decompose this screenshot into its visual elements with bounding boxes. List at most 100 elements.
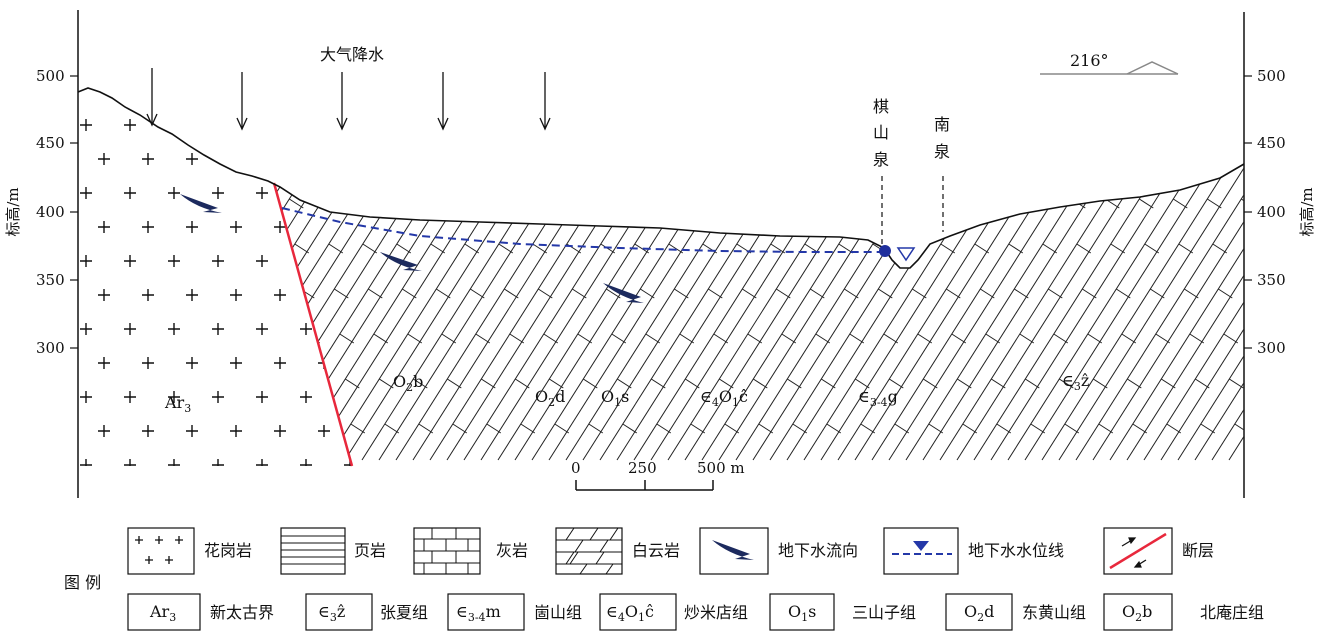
bedding-line (463, 164, 655, 461)
bedding-line (837, 164, 1029, 461)
bedding-tick (402, 288, 417, 299)
scale-tick-250: 250 (628, 459, 657, 477)
formation-label-o1s: O1s (601, 387, 629, 409)
granite-cross (230, 357, 242, 369)
legend-e3z-box (305, 593, 373, 631)
bedding-tick (1003, 198, 1018, 209)
bedding-tick (232, 289, 246, 298)
scale-tick-500: 500 m (697, 459, 745, 477)
bedding-tick (543, 333, 559, 344)
granite-cross (274, 153, 286, 165)
granite-cross (124, 323, 136, 335)
bedding-line (412, 164, 604, 461)
bedding-tick (255, 199, 269, 208)
bedding-line (344, 164, 536, 461)
bedding-line (820, 164, 1012, 461)
granite-pattern (80, 119, 352, 466)
bedding-tick (28, 289, 42, 298)
bedding-line (752, 164, 944, 461)
bedding-tick (668, 243, 684, 254)
granite-cross (98, 221, 110, 233)
granite-cross (80, 391, 92, 403)
legend-e4o1c-box (599, 593, 677, 631)
bedding-tick (452, 423, 468, 434)
bedding-tick (855, 378, 870, 389)
bedding-line (582, 164, 774, 461)
svg-text:O2b: O2b (393, 372, 423, 394)
granite-cross (98, 153, 110, 165)
granite-cross (212, 119, 224, 131)
granite-cross (168, 187, 180, 199)
granite-cross (300, 391, 312, 403)
bedding-tick (928, 423, 944, 434)
bedding-tick (107, 379, 121, 388)
svg-text:∈4O1ĉ: ∈4O1ĉ (700, 387, 748, 409)
bedding-tick (595, 198, 610, 209)
bedding-tick (974, 243, 990, 254)
bedding-tick (969, 198, 984, 209)
legend-fault-label: 断层 (1182, 541, 1214, 560)
bedding-line (73, 160, 263, 460)
legend-e4o1c-code: ∈4O1ĉ (606, 602, 654, 624)
bedding-tick (493, 198, 508, 209)
bedding-line (939, 164, 1131, 461)
bedding-line (548, 164, 740, 461)
legend-granite-label: 花岗岩 (204, 541, 252, 560)
legend-o2d-code: O2d (964, 602, 994, 624)
legend-limestone-symbol (414, 528, 480, 574)
bedding-tick (447, 378, 462, 389)
bedding-tick (481, 378, 496, 389)
granite-cross (300, 323, 312, 335)
bedding-tick (1241, 198, 1244, 209)
water-table-line (281, 207, 884, 253)
bedding-tick (708, 288, 723, 299)
bedding-tick (753, 378, 768, 389)
bedding-tick (549, 378, 564, 389)
bedding-tick (136, 334, 150, 343)
bedding-line (378, 164, 570, 461)
bedding-tick (164, 289, 178, 298)
bedding-tick (520, 423, 536, 434)
legend-e34m-code: ∈3-4m (456, 602, 501, 624)
bedding-tick (826, 423, 842, 434)
bedding-tick (193, 244, 207, 253)
granite-cross (256, 459, 268, 466)
granite-cross (300, 459, 312, 466)
bedding-tick (125, 244, 139, 253)
bedding-tick (1025, 378, 1040, 389)
bedding-tick (334, 288, 349, 299)
flow-arrow-icon (603, 283, 644, 303)
granite-cross (80, 323, 92, 335)
bedding-tick (946, 288, 961, 299)
formation-label-ar3: Ar3 (164, 393, 191, 415)
bedding-line (650, 164, 842, 461)
bedding-tick (1116, 288, 1131, 299)
bedding-tick (1218, 288, 1233, 299)
bedding-line (684, 164, 876, 461)
bedding-tick (1144, 243, 1160, 254)
bedding-tick (1223, 333, 1239, 344)
granite-cross (124, 459, 136, 466)
bedding-tick (883, 333, 899, 344)
bedding-tick (1252, 289, 1266, 298)
right-ticks (1244, 75, 1252, 349)
bedding-tick (901, 198, 916, 209)
granite-cross (186, 289, 198, 301)
bedding-tick (996, 423, 1012, 434)
bedding-line (667, 164, 859, 461)
bedding-tick (1030, 423, 1046, 434)
granite-cross (318, 425, 330, 437)
bedding-tick (572, 288, 587, 299)
bedding-line (1109, 164, 1244, 461)
bedding-tick (770, 243, 786, 254)
bedding-tick (1098, 423, 1114, 434)
bedding-tick (215, 424, 229, 433)
bedding-tick (1150, 288, 1165, 299)
bedding-tick (713, 333, 729, 344)
legend-e3z-code: ∈3ẑ (318, 602, 345, 624)
bedding-tick (0, 334, 14, 343)
bedding-tick (640, 288, 655, 299)
bedding-tick (1281, 244, 1295, 253)
bedding-tick (277, 378, 292, 389)
legend-water-table-label: 地下水水位线 (968, 541, 1064, 560)
